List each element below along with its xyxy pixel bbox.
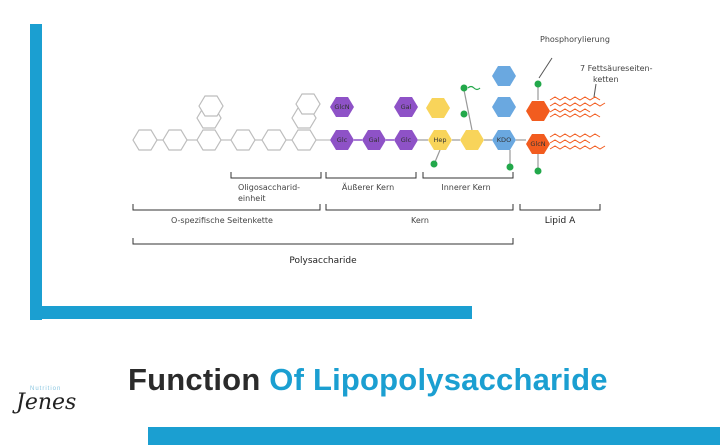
footer-bar: [148, 427, 720, 445]
sugar-gal-top: Gal: [401, 103, 412, 111]
hexagon-glcn-orange-top: [526, 101, 550, 121]
phosphate-dot: [430, 160, 438, 168]
hexagon-glc: [330, 130, 354, 150]
hexagon-kdo: [492, 130, 516, 150]
label-aeusserer-kern: Äußerer Kern: [342, 182, 394, 192]
hexagon-glcn-purple: [330, 97, 354, 117]
sugar-kdo: KDO: [497, 136, 511, 144]
o-chain-hexagons: [132, 93, 321, 151]
sugar-glcn-purple: GlcN: [334, 103, 349, 111]
label-oligo-1: Oligosaccharid-: [238, 183, 300, 192]
title-part-1: Function: [128, 362, 261, 397]
phosphate-dot: [534, 167, 542, 175]
lipid-a-group: GlcN: [526, 57, 606, 175]
hexagon-glc2: [394, 130, 418, 150]
fatty-acid-chains: [549, 96, 606, 150]
sugar-glc: Glc: [337, 136, 348, 144]
label-o-spezifisch: O-spezifische Seitenkette: [171, 216, 273, 225]
label-fettsaeure-1: 7 Fettsäureseiten-: [580, 64, 653, 73]
page-title: Function Of Lipopolysaccharide: [128, 362, 608, 398]
label-oligo-2: einheit: [238, 194, 266, 203]
hexagon: [291, 129, 317, 151]
hexagon: [230, 129, 256, 151]
phosphate-dot: [460, 84, 468, 92]
hexagon-gal: [362, 130, 386, 150]
label-kern: Kern: [411, 216, 429, 225]
hexagon-hep: [428, 130, 452, 150]
inner-core: Hep: [426, 84, 492, 168]
hexagon-hep2: [460, 130, 484, 150]
label-phosphorylierung: Phosphorylierung: [540, 35, 610, 44]
bracket-polysaccharide: [132, 238, 514, 245]
brackets-row1: [230, 172, 514, 179]
phosphate-dot: [460, 110, 468, 118]
frame-left-bar: [30, 24, 42, 320]
sugar-hep: Hep: [433, 136, 446, 144]
label-polysaccharide: Polysaccharide: [289, 256, 357, 266]
hexagon-kdo-top: [492, 66, 516, 86]
hexagon: [162, 129, 188, 151]
hexagon-kdo-mid: [492, 97, 516, 117]
hexagon: [198, 95, 224, 117]
sugar-glc2: Glc: [401, 136, 412, 144]
label-fettsaeure-2: ketten: [593, 75, 619, 84]
title-part-2: Of Lipopolysaccharide: [269, 362, 608, 397]
label-lipid-a: Lipid A: [545, 216, 576, 226]
hexagon: [196, 129, 222, 151]
hexagon-glcn-orange: [526, 134, 550, 154]
logo: Jenes: [16, 390, 77, 415]
hexagon: [295, 93, 321, 115]
lps-structure-diagram: GlcN Glc Gal Gal Glc Hep KDO GlcN: [132, 35, 653, 266]
hexagon-hep-top: [426, 98, 450, 118]
brackets-row2: [132, 204, 601, 211]
phosphate-dot: [506, 163, 514, 171]
kdo-group: KDO: [492, 66, 526, 171]
label-innerer-kern: Innerer Kern: [441, 183, 490, 192]
outer-core: GlcN Glc Gal Gal Glc: [330, 97, 428, 150]
frame-bottom-bar: [30, 306, 472, 319]
hexagon-gal-top: [394, 97, 418, 117]
sugar-glcn-orange: GlcN: [530, 140, 545, 148]
sugar-gal: Gal: [369, 136, 380, 144]
logo-subtext: Nutrition: [30, 386, 62, 392]
hexagon: [132, 129, 158, 151]
hexagon: [261, 129, 287, 151]
phosphate-dot: [534, 80, 542, 88]
